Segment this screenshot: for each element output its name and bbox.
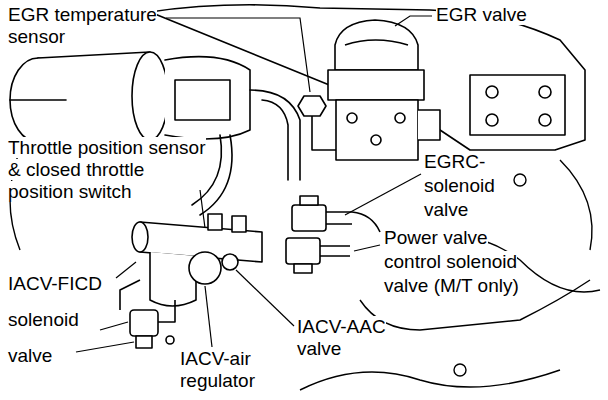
engine-lower-outline-part [454,364,466,376]
solenoid-valves [286,196,380,273]
engine-outline-part [486,86,498,98]
leader-lines-part [200,190,205,228]
solenoid-valves-part [292,205,326,231]
part-label-box: EGR temperature sensor [8,4,186,48]
iacv-assembly-part [150,252,196,306]
part-label: IACV-air regulator [180,348,255,391]
egr-valve-drawing-part [345,40,408,45]
part-label-box: Power valve control solenoid valve (M/T … [384,226,546,298]
leader-lines-part [236,270,294,326]
engine-outline-part [539,114,551,126]
engine-lower-outline-part [514,174,526,186]
engine-outline-part [250,90,300,180]
egr-valve-drawing-part [312,116,336,150]
leader-lines-part [395,16,432,26]
leader-lines-part [345,174,421,215]
iacv-assembly-part [158,300,175,322]
part-label-box: Throttle position sensor & closed thrott… [8,137,208,203]
part-label-box: EGRC- solenoid valve [424,150,520,222]
iacv-assembly-part [232,216,246,232]
engine-outline-part [470,75,565,135]
engine-outline-part [175,80,230,120]
leader-lines-part [166,18,310,92]
iacv-assembly-part [189,252,221,284]
solenoid-valves-part [352,212,380,232]
iacv-assembly [120,214,262,348]
leader-lines-part [205,286,212,347]
iacv-assembly-part [166,336,174,344]
part-label-box: EGR valve [436,4,556,26]
engine-outline-part [262,100,288,180]
solenoid-valves-part [300,196,318,205]
iacv-assembly-part [120,280,140,310]
part-label: EGR valve [436,4,527,25]
iacv-assembly-part [208,214,222,230]
egr-valve-drawing-part [328,70,424,100]
part-label-box: IACV-AAC valve [297,316,403,360]
part-label: EGRC- solenoid valve [424,151,495,220]
part-label-box: IACV-FICD solenoid valve [8,266,124,374]
engine-outline-part [165,57,250,139]
part-label: EGR temperature sensor [8,4,157,47]
egr-valve-drawing-part [298,96,326,116]
part-label: Throttle position sensor & closed thrott… [8,137,206,202]
leader-lines-part [116,262,136,278]
part-label-box: IACV-air regulator [180,348,284,392]
engine-outline-part [486,114,498,126]
iacv-assembly-part [132,222,148,252]
solenoid-valves-part [320,246,350,256]
iacv-assembly-part [222,254,238,270]
egr-valve-drawing-part [335,20,418,70]
solenoid-valves-part [294,264,312,273]
part-label: Power valve control solenoid valve (M/T … [384,227,519,296]
engine-lower-outline-part [560,160,592,250]
part-label: IACV-AAC valve [297,316,386,359]
leader-lines-part [354,245,380,251]
iacv-assembly-part [130,310,158,336]
egr-valve-drawing-part [336,100,418,160]
engine-outline-part [132,52,168,140]
engine-outline-part [539,86,551,98]
iacv-assembly-part [136,336,152,348]
egr-valve-drawing-part [395,113,405,123]
egr-valve-drawing-part [347,113,357,123]
part-label: IACV-FICD solenoid valve [8,273,102,366]
egr-valve-drawing-part [371,135,381,145]
engine-lower-outline-part [300,370,560,390]
egr-valve-drawing [298,20,440,160]
egr-valve-drawing-part [418,110,440,140]
solenoid-valves-part [286,238,320,264]
leader-lines-part [100,322,128,330]
engine-outline-part [10,99,66,101]
leader-lines-part [76,342,134,352]
